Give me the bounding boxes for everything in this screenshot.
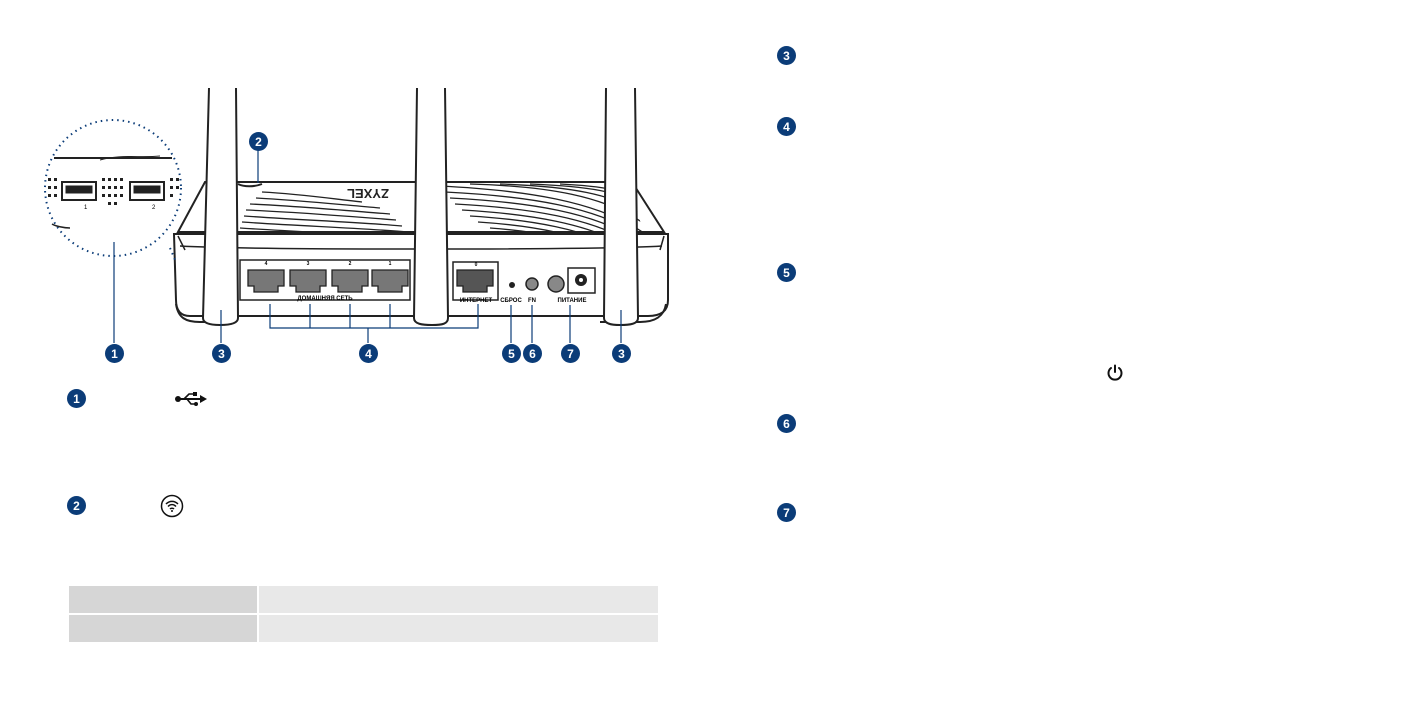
reset-label: СБРОС — [500, 298, 522, 304]
wan-label: ИНТЕРНЕТ — [460, 298, 493, 304]
table-cell — [69, 615, 257, 642]
leader-lines — [220, 304, 622, 343]
usb-port-2-number: 2 — [152, 205, 156, 211]
legend-1-number: 1 — [67, 389, 86, 408]
table-row — [69, 615, 658, 642]
legend-2-number: 2 — [67, 496, 86, 515]
table-cell — [69, 586, 257, 613]
lan-port-1-number: 1 — [389, 261, 392, 267]
power-label: ПИТАНИЕ — [558, 298, 587, 304]
usb-zoom: 1 2 — [44, 119, 182, 343]
wifi-top-button — [237, 183, 263, 188]
callout-4: 4 — [359, 344, 378, 363]
callout-1: 1 — [105, 344, 124, 363]
wifi-button-icon — [160, 494, 184, 518]
reset-hole — [509, 282, 515, 288]
callout-3-left: 3 — [212, 344, 231, 363]
power-button — [547, 275, 565, 293]
wan-port: 0 ИНТЕРНЕТ — [452, 261, 499, 304]
table-cell — [259, 586, 658, 613]
lan-port-4-number: 4 — [265, 261, 268, 267]
info-table — [69, 586, 658, 644]
lan-ports: 4 3 2 1 ДОМАШНЯЯ СЕТЬ — [239, 259, 411, 302]
legend-3-number: 3 — [777, 46, 796, 65]
callout-top-2: 2 — [249, 132, 268, 151]
callout-7: 7 — [561, 344, 580, 363]
legend-4-number: 4 — [777, 117, 796, 136]
lan-port-3-number: 3 — [307, 261, 310, 267]
legend-7-number: 7 — [777, 503, 796, 522]
callout-5: 5 — [502, 344, 521, 363]
power-jack — [567, 267, 596, 294]
fn-label: FN — [528, 298, 536, 304]
usb-icon — [175, 392, 207, 406]
callout-6: 6 — [523, 344, 542, 363]
table-row — [69, 586, 658, 613]
fn-button — [525, 277, 539, 291]
callout-3-right: 3 — [612, 344, 631, 363]
legend-6-number: 6 — [777, 414, 796, 433]
antennas — [201, 87, 640, 327]
lan-port-2-number: 2 — [349, 261, 352, 267]
wan-port-number: 0 — [475, 262, 478, 268]
brand-logo: ZYXEL — [347, 186, 389, 201]
legend-5-number: 5 — [777, 263, 796, 282]
router-illustration: ZYXEL 4 3 2 1 ДОМАШНЯЯ СЕТЬ 0 ИНТЕРНЕТ С… — [44, 87, 669, 343]
table-cell — [259, 615, 658, 642]
power-icon — [1107, 364, 1123, 381]
lan-label: ДОМАШНЯЯ СЕТЬ — [297, 296, 353, 302]
usb-port-1-number: 1 — [84, 205, 88, 211]
